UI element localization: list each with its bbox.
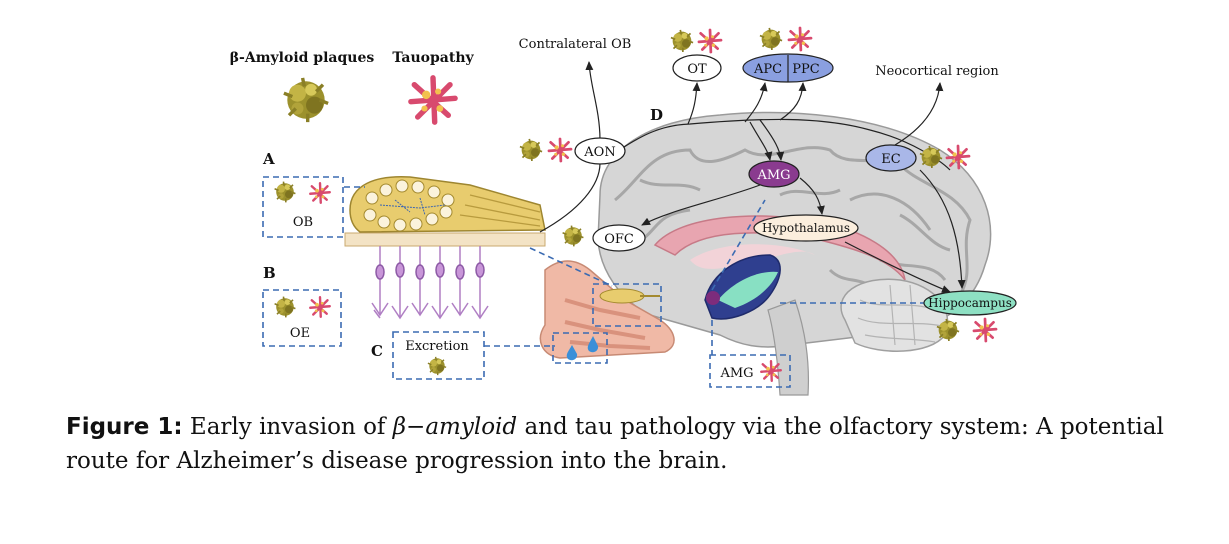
panel-label-a: A [262, 150, 275, 168]
node-amg: AMG [748, 160, 800, 188]
caption-beta: β− [392, 414, 426, 440]
caption-amyloid: amyloid [425, 414, 518, 440]
amg-region-box: AMG [709, 354, 791, 388]
node-hypothalamus: Hypothalamus [753, 214, 859, 242]
amyloid-plaque-icon [561, 224, 585, 248]
node-aon: AON [574, 137, 626, 165]
arrow-to-hippocampus [919, 169, 966, 289]
node-ofc: OFC [592, 224, 646, 252]
arrow-to-amg-2 [759, 119, 785, 161]
tau-tangle-icon [411, 78, 455, 122]
figure-caption: Figure 1: Early invasion of β−amyloid an… [66, 410, 1206, 478]
arrow-aon-to-contralateral-ob [585, 61, 601, 141]
tau-tangle-icon [547, 137, 573, 163]
node-contralateral-ob: Contralateral OB [519, 37, 632, 52]
legend: β-Amyloid plaques Tauopathy [230, 50, 475, 122]
mucus-droplet-icon [566, 336, 599, 361]
olfactory-bulb-illustration [344, 176, 546, 247]
oe-region-box: OE [262, 289, 342, 347]
amg-label: AMG [756, 168, 790, 183]
arrow-to-amg [749, 121, 773, 161]
caption-label: Figure 1: [66, 414, 183, 440]
arrow-hypothalamus-to-hippocampus [844, 241, 951, 293]
dashed-region-links [344, 186, 925, 355]
nasal-region-box [552, 332, 608, 364]
olfactory-neurons-illustration [371, 246, 489, 320]
aon-label: AON [583, 145, 615, 160]
amyloid-plaque-icon [282, 76, 330, 124]
arrow-amg-to-ofc [641, 184, 761, 226]
panel-label-d: D [650, 106, 663, 124]
excretion-label: Excretion [405, 339, 469, 354]
caption-text-2: and tau pathology via the olfactory syst… [66, 414, 1164, 474]
arrow-ec-to-neocortical [894, 82, 944, 146]
amyloid-plaque-icon [759, 27, 783, 51]
arrow-to-apc [744, 82, 768, 123]
node-ot: OT [672, 54, 722, 82]
oe-box-label: OE [290, 326, 310, 341]
amyloid-plaque-icon [670, 29, 694, 53]
tau-legend-title: Tauopathy [392, 50, 474, 66]
tau-tangle-icon [972, 317, 998, 343]
node-ec: EC [865, 144, 917, 172]
amyloid-plaque-icon [519, 138, 543, 162]
arrow-to-ppc [779, 82, 807, 121]
tau-tangle-icon [945, 144, 971, 170]
arrow-to-ot [687, 82, 701, 125]
bulb-zoom-box [592, 283, 662, 327]
ot-label: OT [687, 62, 707, 77]
node-neocortical-region: Neocortical region [875, 64, 999, 79]
ppc-label: PPC [792, 62, 819, 77]
arrow-amg-to-hypothalamus [799, 177, 825, 215]
tau-tangle-icon [697, 28, 723, 54]
node-apc-ppc: APC PPC [742, 53, 834, 83]
caption-text-1: Early invasion of [189, 414, 393, 440]
amyloid-legend-title: β-Amyloid plaques [230, 50, 375, 66]
panel-label-c: C [371, 342, 383, 360]
panel-label-b: B [263, 264, 276, 282]
hippocampus-label: Hippocampus [928, 296, 1012, 310]
node-hippocampus: Hippocampus [923, 290, 1017, 316]
excretion-box: Excretion [392, 331, 485, 380]
ec-label: EC [881, 152, 900, 167]
ob-box-label: OB [293, 215, 313, 230]
olfactory-pathway-diagram: OB OE Excretion AMG β-Amyloid plaques Ta… [230, 26, 1017, 396]
apc-label: APC [753, 62, 782, 77]
ofc-label: OFC [604, 232, 634, 247]
amg-box-label: AMG [719, 366, 753, 381]
pathway-connectors [539, 61, 966, 293]
ob-region-box: OB [262, 176, 344, 238]
tau-tangle-icon [787, 26, 813, 52]
hypothalamus-label: Hypothalamus [762, 221, 850, 235]
